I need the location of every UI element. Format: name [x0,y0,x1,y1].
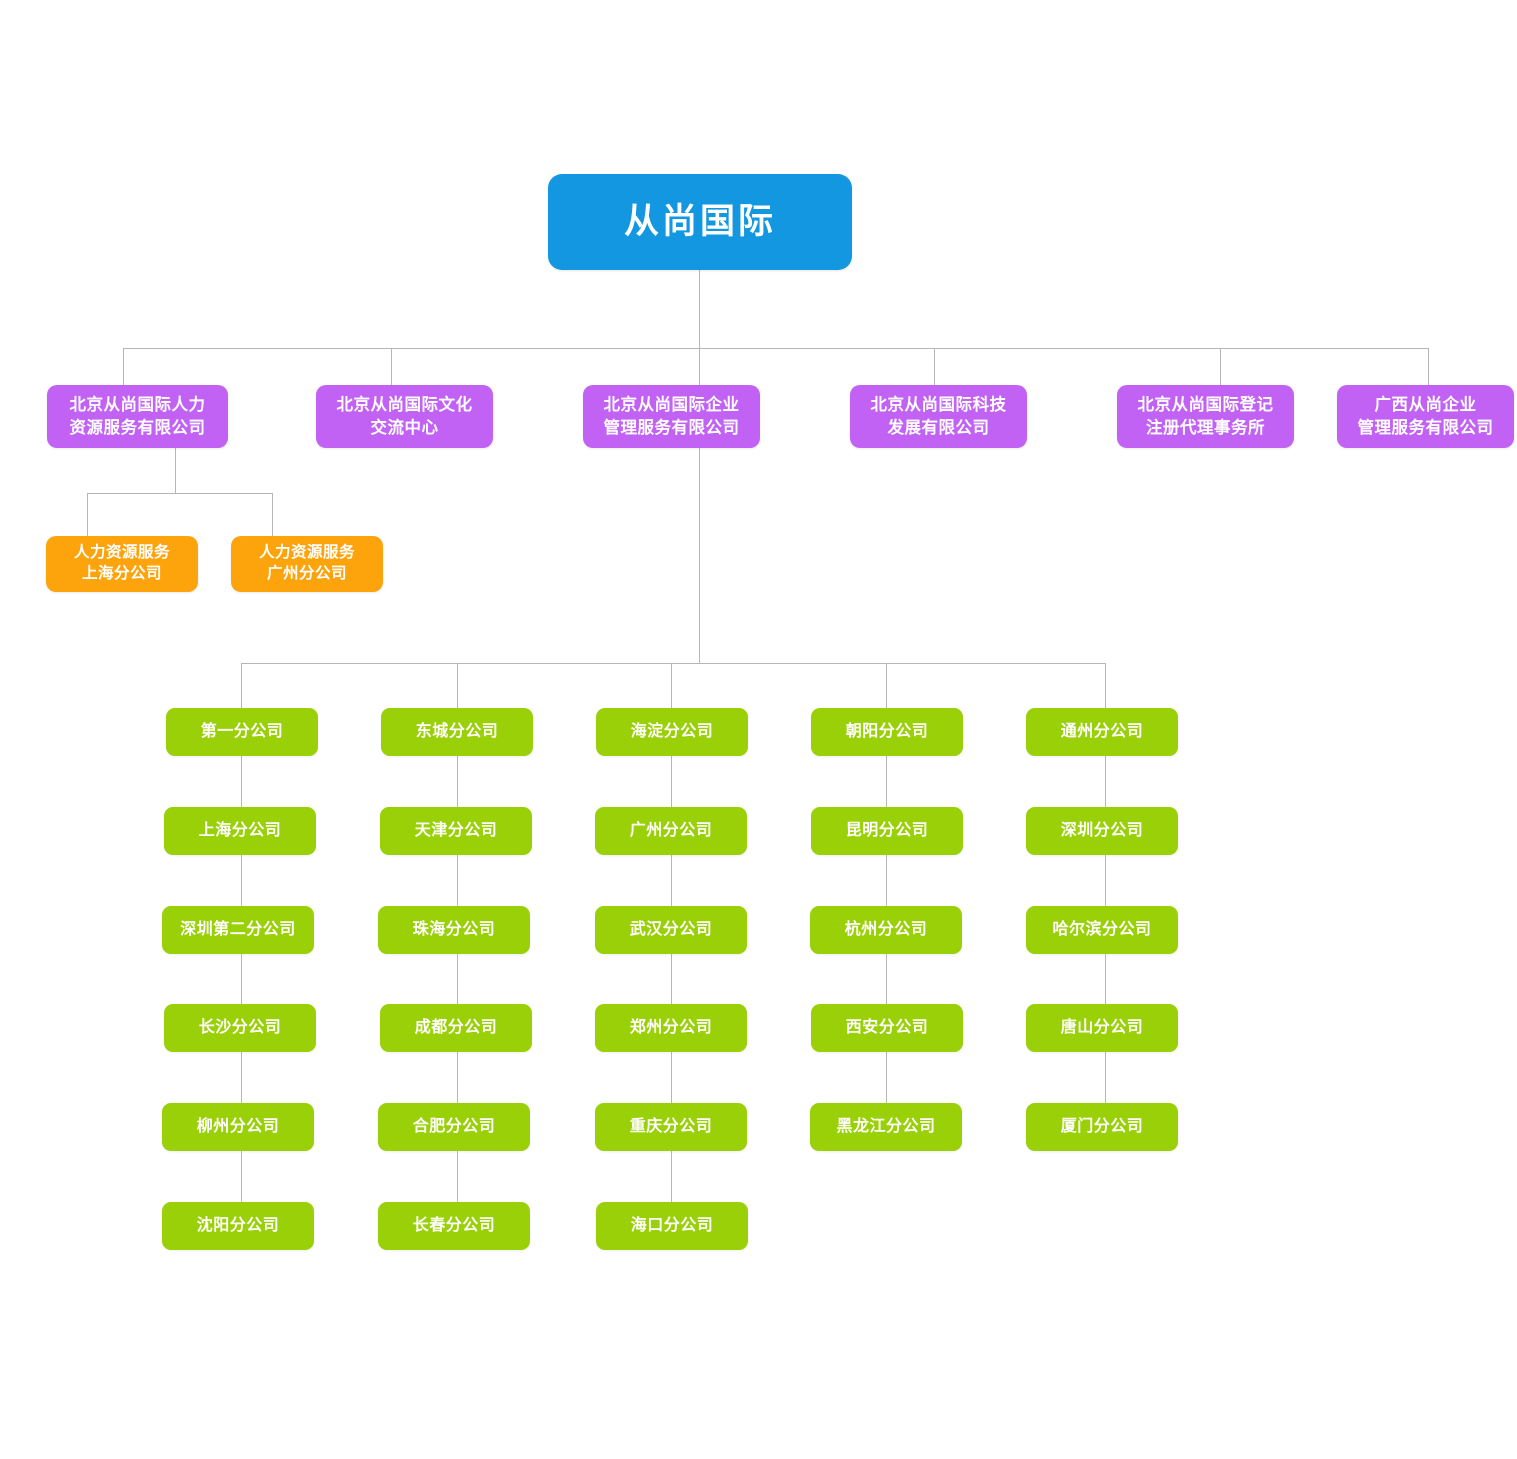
division-node-enterprise-management[interactable]: 北京从尚国际企业 管理服务有限公司 [583,385,760,448]
connector-col5-link-1 [1105,756,1106,807]
connector-branch-col-stem-2 [457,663,458,708]
branch-node-col4-row3[interactable]: 杭州分公司 [810,906,962,954]
connector-col5-link-3 [1105,954,1106,1005]
connector-hr-drop-1 [87,493,88,536]
hr-branch-node-guangzhou[interactable]: 人力资源服务 广州分公司 [231,536,383,592]
connector-col3-link-5 [671,1151,672,1202]
branch-node-col1-row2[interactable]: 上海分公司 [164,807,316,855]
connector-col1-link-2 [241,855,242,906]
connector-hr-bus [87,493,273,494]
division-node-hr-services[interactable]: 北京从尚国际人力 资源服务有限公司 [47,385,228,448]
branch-node-col2-row6[interactable]: 长春分公司 [378,1202,530,1250]
connector-division-drop-4 [934,348,935,385]
connector-col4-link-2 [886,855,887,906]
root-node-congshang-international[interactable]: 从尚国际 [548,174,852,270]
connector-hr-drop-2 [272,493,273,536]
connector-col5-link-4 [1105,1052,1106,1103]
connector-col4-link-3 [886,954,887,1005]
connector-col1-link-3 [241,954,242,1005]
division-node-culture-exchange[interactable]: 北京从尚国际文化 交流中心 [316,385,493,448]
branch-node-col3-row4[interactable]: 郑州分公司 [595,1004,747,1052]
connector-root-stem [699,270,700,348]
branch-node-col4-row5[interactable]: 黑龙江分公司 [810,1103,962,1151]
connector-col2-link-4 [457,1052,458,1103]
branch-node-col4-row2[interactable]: 昆明分公司 [811,807,963,855]
division-node-technology-development[interactable]: 北京从尚国际科技 发展有限公司 [850,385,1027,448]
branch-node-col5-row3[interactable]: 哈尔滨分公司 [1026,906,1178,954]
connector-branch-col-stem-3 [671,663,672,708]
branch-node-col1-row1[interactable]: 第一分公司 [166,708,318,756]
connector-col2-link-3 [457,954,458,1005]
branch-node-col3-row1[interactable]: 海淀分公司 [596,708,748,756]
branch-node-col4-row4[interactable]: 西安分公司 [811,1004,963,1052]
branch-node-col2-row1[interactable]: 东城分公司 [381,708,533,756]
connector-branch-col-stem-1 [241,663,242,708]
branch-node-col5-row5[interactable]: 厦门分公司 [1026,1103,1178,1151]
branch-node-col1-row6[interactable]: 沈阳分公司 [162,1202,314,1250]
branch-node-col2-row4[interactable]: 成都分公司 [380,1004,532,1052]
connector-division-drop-3 [699,348,700,385]
branch-node-col5-row1[interactable]: 通州分公司 [1026,708,1178,756]
connector-division-drop-2 [391,348,392,385]
branch-node-col3-row3[interactable]: 武汉分公司 [595,906,747,954]
division-node-registration-agency[interactable]: 北京从尚国际登记 注册代理事务所 [1117,385,1294,448]
connector-enterprise-stem [699,448,700,663]
branch-node-col1-row3[interactable]: 深圳第二分公司 [162,906,314,954]
connector-division-drop-6 [1428,348,1429,385]
connector-branch-col-stem-4 [886,663,887,708]
connector-col3-link-4 [671,1052,672,1103]
branch-node-col2-row5[interactable]: 合肥分公司 [378,1103,530,1151]
branch-node-col2-row3[interactable]: 珠海分公司 [378,906,530,954]
connector-col4-link-1 [886,756,887,807]
branch-node-col5-row4[interactable]: 唐山分公司 [1026,1004,1178,1052]
branch-node-col1-row4[interactable]: 长沙分公司 [164,1004,316,1052]
connector-col3-link-3 [671,954,672,1005]
connector-col2-link-5 [457,1151,458,1202]
hr-branch-node-shanghai[interactable]: 人力资源服务 上海分公司 [46,536,198,592]
connector-division-drop-1 [123,348,124,385]
connector-col1-link-5 [241,1151,242,1202]
branch-node-col1-row5[interactable]: 柳州分公司 [162,1103,314,1151]
connector-branch-bus [241,663,1105,664]
connector-col4-link-4 [886,1052,887,1103]
branch-node-col3-row2[interactable]: 广州分公司 [595,807,747,855]
connector-col3-link-1 [671,756,672,807]
connector-col5-link-2 [1105,855,1106,906]
connector-branch-col-stem-5 [1105,663,1106,708]
connector-division-drop-5 [1220,348,1221,385]
branch-node-col3-row5[interactable]: 重庆分公司 [595,1103,747,1151]
connector-col1-link-1 [241,756,242,807]
division-node-guangxi-enterprise-management[interactable]: 广西从尚企业 管理服务有限公司 [1337,385,1514,448]
connector-col2-link-1 [457,756,458,807]
connector-hr-stem [175,448,176,493]
branch-node-col4-row1[interactable]: 朝阳分公司 [811,708,963,756]
branch-node-col3-row6[interactable]: 海口分公司 [596,1202,748,1250]
connector-division-bus [123,348,1429,349]
connector-col2-link-2 [457,855,458,906]
branch-node-col5-row2[interactable]: 深圳分公司 [1026,807,1178,855]
branch-node-col2-row2[interactable]: 天津分公司 [380,807,532,855]
connector-col1-link-4 [241,1052,242,1103]
connector-col3-link-2 [671,855,672,906]
